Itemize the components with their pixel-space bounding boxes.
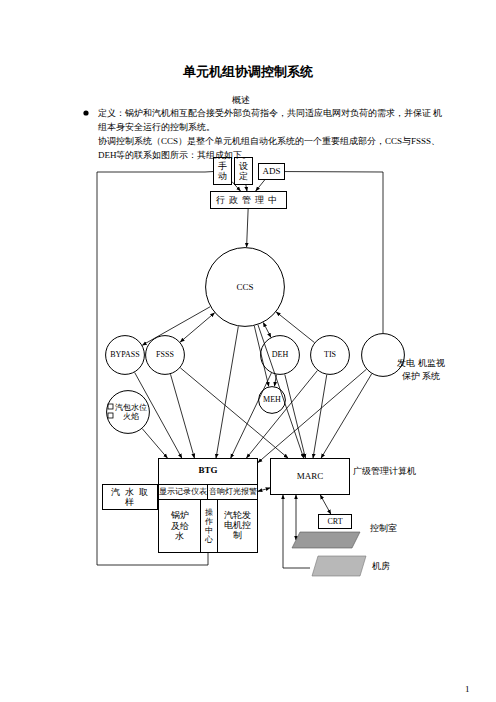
deh-circle: DEH <box>260 335 300 375</box>
connector <box>320 495 331 514</box>
connector <box>170 374 194 458</box>
node-text: MEH <box>263 395 281 404</box>
node-text: DEH <box>272 350 288 359</box>
node-text: 发电 机监视保护 系统 <box>393 357 449 383</box>
node-text: 汽水取样 <box>109 487 155 508</box>
operation-box: 操作中心 <box>200 499 218 553</box>
computer-label: 广级管理计算机 <box>353 464 433 478</box>
console-screen <box>292 532 360 548</box>
marc-box: MARC <box>270 458 350 495</box>
drum-level-circle: 汽包水位 火焰 <box>106 390 150 434</box>
fsss-circle: FSSS <box>145 335 185 375</box>
connector <box>142 429 167 458</box>
crt-box: CRT <box>318 514 352 529</box>
connector <box>274 375 276 387</box>
ccs-circle: CCS <box>205 247 285 327</box>
connector <box>258 325 304 458</box>
connector <box>313 375 327 458</box>
indicator-square <box>108 404 113 409</box>
node-text: TIS <box>324 350 336 359</box>
console-wire <box>296 495 297 540</box>
ads-box: ADS <box>258 163 285 180</box>
connector <box>285 374 306 458</box>
connector <box>231 373 272 458</box>
node-text: MARC <box>297 471 324 481</box>
connector <box>247 371 318 458</box>
turbine-box: 汽轮发电机控制 <box>217 499 258 553</box>
connector <box>276 312 314 343</box>
sampling-box: 汽水取样 <box>102 484 158 510</box>
paragraph-text: 协调控制系统（CCS）是整个单元机组自动化系统的一个重要组成部分，CCS与FSS… <box>98 134 443 162</box>
circle-border <box>362 334 405 377</box>
circle-border <box>261 336 300 375</box>
node-text: 锅炉及给水 <box>167 510 192 541</box>
tis-circle: TIS <box>310 335 350 375</box>
page-number: 1 <box>465 682 477 696</box>
circle-border <box>259 387 286 414</box>
node-text: 行政管理中 <box>216 195 281 205</box>
definition-text: 定义：锅炉和汽机相互配合接受外部负荷指令，共同适应电网对负荷的需求，并保证 机组… <box>98 106 443 134</box>
connector <box>216 326 238 458</box>
generator-protection-circle: 发电 机监视保护 系统 <box>361 333 405 377</box>
node-text: 设定 <box>239 161 248 182</box>
admin-box: 行政管理中 <box>210 191 287 209</box>
circle-border <box>146 336 185 375</box>
node-text: 操作中心 <box>205 508 213 545</box>
meh-circle: MEH <box>258 386 286 414</box>
circle-border <box>206 248 285 327</box>
machine-room-label: 机房 <box>372 559 412 573</box>
node-text: FSSS <box>156 350 174 359</box>
btg-box: BTG 显示记录仪表音响灯光报警锅炉及给水 操作中心汽轮发电机控制 <box>158 458 258 553</box>
connector <box>258 488 270 491</box>
manual-box: 手动 <box>213 157 232 185</box>
circle-border <box>107 391 150 434</box>
page-title: 单元机组协调控制系统 <box>0 63 496 81</box>
connector <box>256 180 265 191</box>
machine-room-slab <box>312 556 366 576</box>
connector <box>180 313 214 342</box>
control-room-label: 控制室 <box>370 521 420 535</box>
circle-border <box>311 336 350 375</box>
connector <box>285 172 383 333</box>
node-text: CRT <box>327 517 342 526</box>
node-text: CCS <box>236 282 253 292</box>
indicator-square <box>108 413 113 418</box>
setpoint-box: 设定 <box>234 157 253 185</box>
connector <box>247 209 249 247</box>
node-text: BTG <box>198 465 217 475</box>
recorder-box: 显示记录仪表 <box>158 484 208 500</box>
bullet-dot <box>83 110 88 115</box>
connector <box>263 323 271 338</box>
node-text: BYPASS <box>110 350 140 359</box>
bypass-circle: BYPASS <box>105 335 145 375</box>
node-text: 汽包水位 火焰 <box>114 403 148 421</box>
machine-room-wire <box>283 495 310 568</box>
connector <box>97 172 213 565</box>
node-text: ADS <box>262 166 280 176</box>
connector <box>180 368 288 458</box>
node-text: 汽轮发电机控制 <box>221 511 254 540</box>
section-heading: 概述 <box>232 93 272 107</box>
alarm-box: 音响灯光报警 <box>207 484 258 500</box>
circle-outline <box>361 333 405 377</box>
connector <box>135 373 182 458</box>
node-text: 显示记录仪表 <box>159 488 207 497</box>
node-text: 手动 <box>218 161 227 182</box>
boiler-box: 锅炉及给水 <box>158 499 201 553</box>
connector <box>321 374 372 458</box>
connector <box>258 369 366 462</box>
circle-border <box>106 336 145 375</box>
node-text: 音响灯光报警 <box>209 488 257 497</box>
